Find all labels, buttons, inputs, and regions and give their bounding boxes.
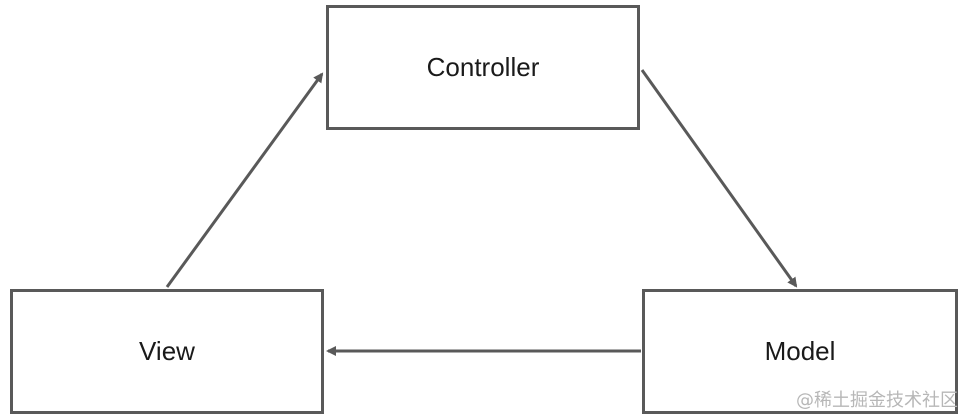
edge-view-to-controller <box>165 72 324 288</box>
view-label: View <box>139 336 195 366</box>
edge-controller-to-model <box>640 69 798 288</box>
view-node: View <box>10 289 324 414</box>
controller-node: Controller <box>326 5 640 130</box>
model-label: Model <box>764 336 836 366</box>
model-node: Model <box>642 289 958 414</box>
controller-label: Controller <box>426 52 540 82</box>
watermark: @稀土掘金技术社区 <box>796 390 958 411</box>
